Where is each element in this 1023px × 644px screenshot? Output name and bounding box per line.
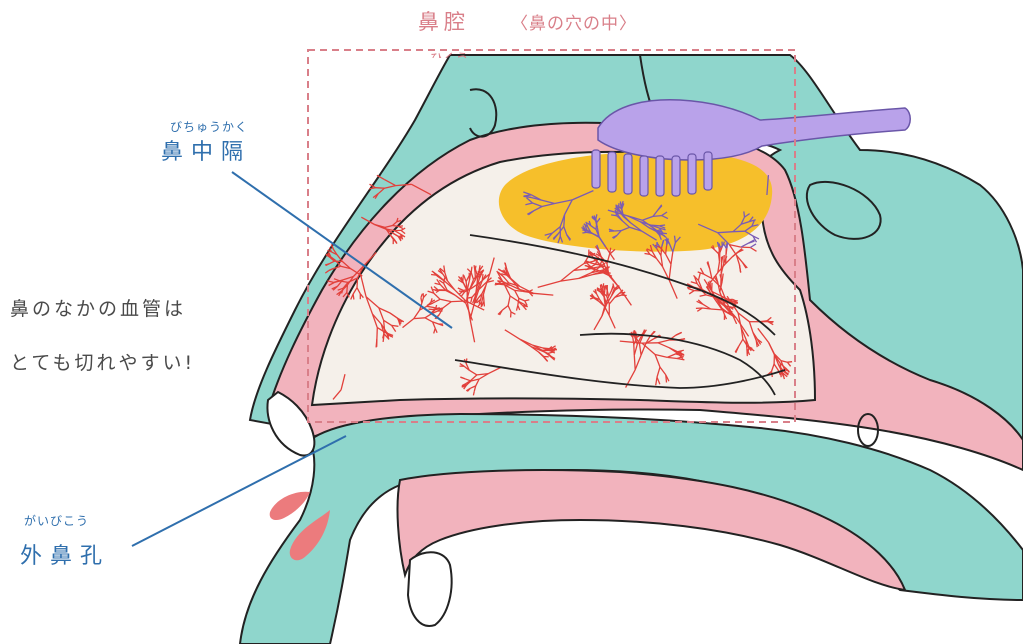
vessel-segment	[444, 278, 445, 284]
vessel-segment	[634, 355, 635, 370]
nostril-ruby: がいびこう	[24, 512, 89, 529]
vessel-segment	[347, 285, 348, 293]
vessel-segment	[657, 242, 658, 248]
vessel-segment	[376, 188, 385, 189]
vessel-segment	[604, 290, 605, 296]
vessel-segment	[675, 236, 676, 243]
vessel-segment	[611, 215, 617, 216]
vessel-segment	[473, 391, 474, 395]
vessel-segment	[483, 295, 484, 302]
note-line-1: 鼻のなかの血管は	[10, 294, 186, 321]
vessel-segment	[582, 232, 586, 233]
vessel-segment	[711, 309, 723, 310]
vessel-segment	[498, 284, 503, 285]
vessel-segment	[353, 294, 354, 299]
vessel-segment	[596, 223, 597, 230]
vessel-segment	[733, 231, 745, 232]
palate-tissue	[240, 414, 1023, 644]
note-line-2: とても切れやすい!	[10, 348, 195, 375]
vessel-segment	[659, 225, 665, 226]
vessel-segment	[587, 232, 593, 233]
vessel-segment	[392, 325, 399, 326]
vessel-segment	[429, 309, 435, 310]
nostril-label: 外鼻孔	[20, 538, 110, 570]
page-subtitle: 〈鼻の穴の中〉	[511, 9, 637, 34]
vessel-segment	[727, 299, 732, 300]
yellow-region	[499, 152, 772, 252]
septum-ruby: びちゅうかく	[170, 118, 248, 135]
vessel-segment	[481, 302, 482, 307]
septum-label: 鼻中隔	[161, 134, 251, 166]
vessel-segment	[744, 211, 745, 217]
vessel-segment	[730, 307, 734, 308]
vessel-segment	[459, 291, 465, 292]
vessel-segment	[399, 226, 403, 227]
vessel-segment	[645, 254, 650, 255]
vessel-segment	[620, 201, 621, 207]
vessel-segment	[651, 225, 659, 226]
vessel-segment	[471, 267, 472, 273]
title-ruby: ひくう	[430, 48, 469, 58]
vessel-segment	[564, 215, 565, 227]
vessel-segment	[357, 278, 358, 288]
vessel-segment	[661, 247, 662, 256]
vessel-segment	[414, 318, 425, 319]
vessel-segment	[393, 226, 399, 227]
vessel-segment	[604, 286, 605, 291]
page-title: 鼻腔	[418, 6, 470, 36]
vessel-segment	[787, 362, 792, 363]
vessel-segment	[634, 345, 635, 355]
front-tooth	[408, 552, 452, 626]
